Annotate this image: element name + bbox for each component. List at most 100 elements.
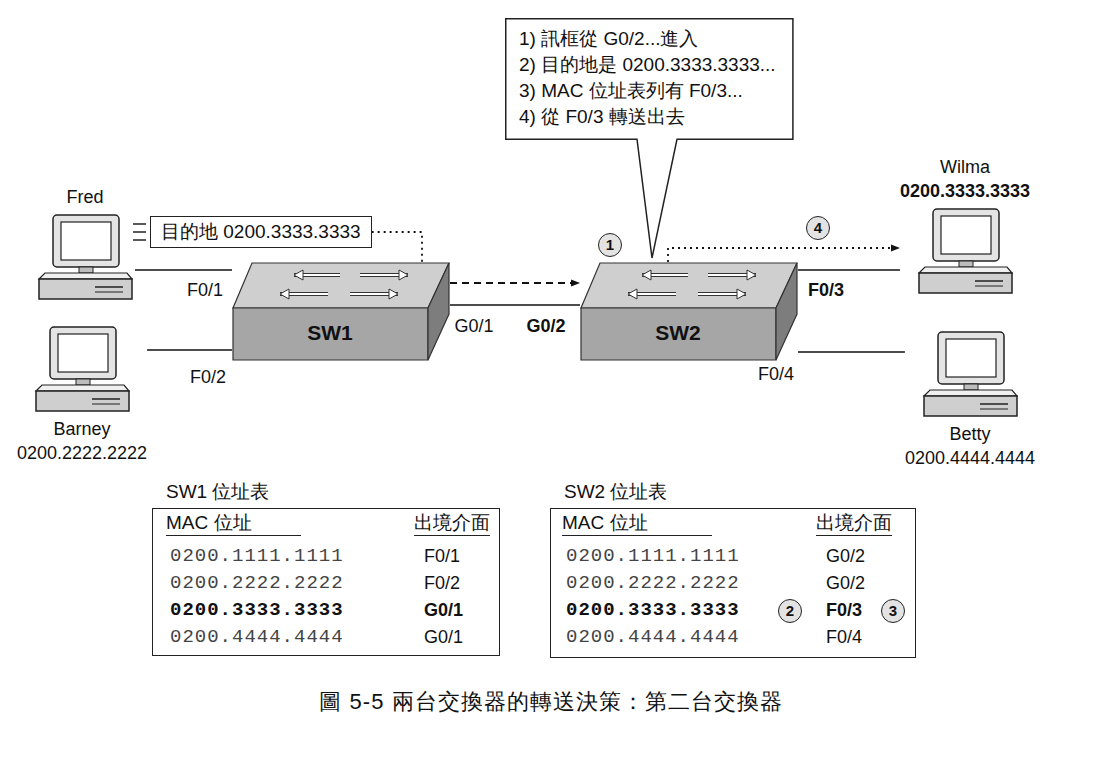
cable-link [798,269,900,271]
callout-shape [506,19,793,258]
switch-label-area: SW2 [580,320,776,346]
table-text: 0200.2222.2222 [566,571,740,595]
table-text: G0/2 [826,571,865,595]
table-cell: F0/1 [424,544,460,568]
mac-address-table: SW2 位址表MAC 位址出境介面0200.1111.1111G0/20200.… [550,480,916,658]
table-text: 出境介面 [816,511,892,536]
callout-box: 1) 訊框從 G0/2...進入2) 目的地是 0200.3333.3333..… [505,18,794,140]
callout-text: 1) 訊框從 G0/2...進入 [519,26,776,52]
screen [946,339,996,377]
switch-arrows [628,270,756,299]
port-name: F0/4 [756,363,796,385]
table-text: 0200.4444.4444 [566,625,740,649]
screen [61,222,111,260]
switch-arrow-head [642,270,651,280]
label-holder: F0/2 [188,366,228,388]
table-text: 0200.2222.2222 [170,571,344,595]
port-name: G0/2 [524,315,567,337]
label-holder: F0/3 [806,279,846,301]
base-unit [919,273,1012,293]
port-name: F0/1 [185,279,225,301]
drive-slot [92,398,120,400]
host-text: 0200.4444.4444 [905,446,1035,470]
computer-icon [920,330,1020,420]
table-text: MAC 位址 [166,511,301,536]
label-holder: 3 [881,599,905,623]
drive-slot [980,409,1008,410]
monitor [938,332,1004,384]
switch-top [233,263,449,308]
table-text: F0/1 [424,544,460,568]
figure-caption: 圖 5-5 兩台交換器的轉送決策：第二台交換器 [319,689,782,714]
table-cell: 0200.1111.1111 [566,544,740,568]
drive-slot [95,292,123,293]
table-text: 0200.4444.4444 [170,625,344,649]
cable-link [147,349,232,351]
table-text: F0/4 [826,625,862,649]
label-holder: 2 [778,599,802,623]
callout-number: 3 [881,599,905,623]
callout-number: 2 [778,599,802,623]
speed-line [133,223,146,225]
frame-text: 目的地 0200.3333.3333 [161,220,361,244]
table-text: G0/1 [424,625,463,649]
switch-arrow-head [399,270,408,280]
callout-number: 4 [806,216,830,240]
drive-slot [980,403,1008,405]
base-unit [36,391,129,411]
host-text: Wilma [940,155,990,179]
switch-body [580,262,798,362]
switch-name: SW1 [307,320,353,346]
switch-arrow-head [294,270,303,280]
base-top [36,385,129,391]
drive-slot [975,286,1003,287]
table-cell: F0/2 [424,571,460,595]
switch-body [232,262,450,362]
callout-text: 4) 從 F0/3 轉送出去 [519,104,776,130]
table-text: F0/2 [424,571,460,595]
table-cell: 0200.4444.4444 [566,625,740,649]
monitor [50,327,116,379]
table-text: 0200.1111.1111 [170,544,344,568]
label-holder: G0/2 [524,315,567,337]
base-unit [924,396,1017,416]
switch-side [776,263,797,360]
computer-icon [32,325,132,415]
monitor [933,209,999,261]
label-holder: 1 [598,233,622,257]
table-cell: G0/1 [424,625,463,649]
switch-arrow-head [737,289,746,299]
computer-icon [35,213,135,303]
screen [58,334,108,372]
host-text: 0200.2222.2222 [17,441,147,465]
frame-label: 目的地 0200.3333.3333 [150,216,372,248]
frame-path [372,232,422,262]
table-text: 0200.3333.3333 [170,598,344,622]
label-holder: F0/1 [185,279,225,301]
table-text: SW2 位址表 [564,480,667,504]
switch-side [428,263,449,360]
switch-label-area: SW1 [232,320,428,346]
switch-arrow-head [389,289,398,299]
monitor-neck [964,384,978,390]
table-cell: F0/3 [826,598,862,622]
table-text: F0/3 [826,598,862,622]
callout-number: 1 [598,233,622,257]
table-cell: 0200.3333.3333 [170,598,344,622]
switch-arrow-head [628,289,637,299]
host-text: Barney [53,417,110,441]
table-text: 0200.1111.1111 [566,544,740,568]
screen [941,216,991,254]
speed-line [133,239,146,241]
label-holder: G0/1 [452,315,495,337]
table-cell: 出境介面 [816,511,892,536]
callout-text: 3) MAC 位址表列有 F0/3... [519,78,776,104]
caption-holder: 圖 5-5 兩台交換器的轉送決策：第二台交換器 [0,688,1102,716]
table-cell: G0/1 [424,598,463,622]
table-text: 0200.3333.3333 [566,598,740,622]
table-cell: F0/4 [826,625,862,649]
switch-name: SW2 [655,320,701,346]
switch-icon: SW1 [232,262,450,362]
base-top [39,273,132,279]
monitor [53,215,119,267]
